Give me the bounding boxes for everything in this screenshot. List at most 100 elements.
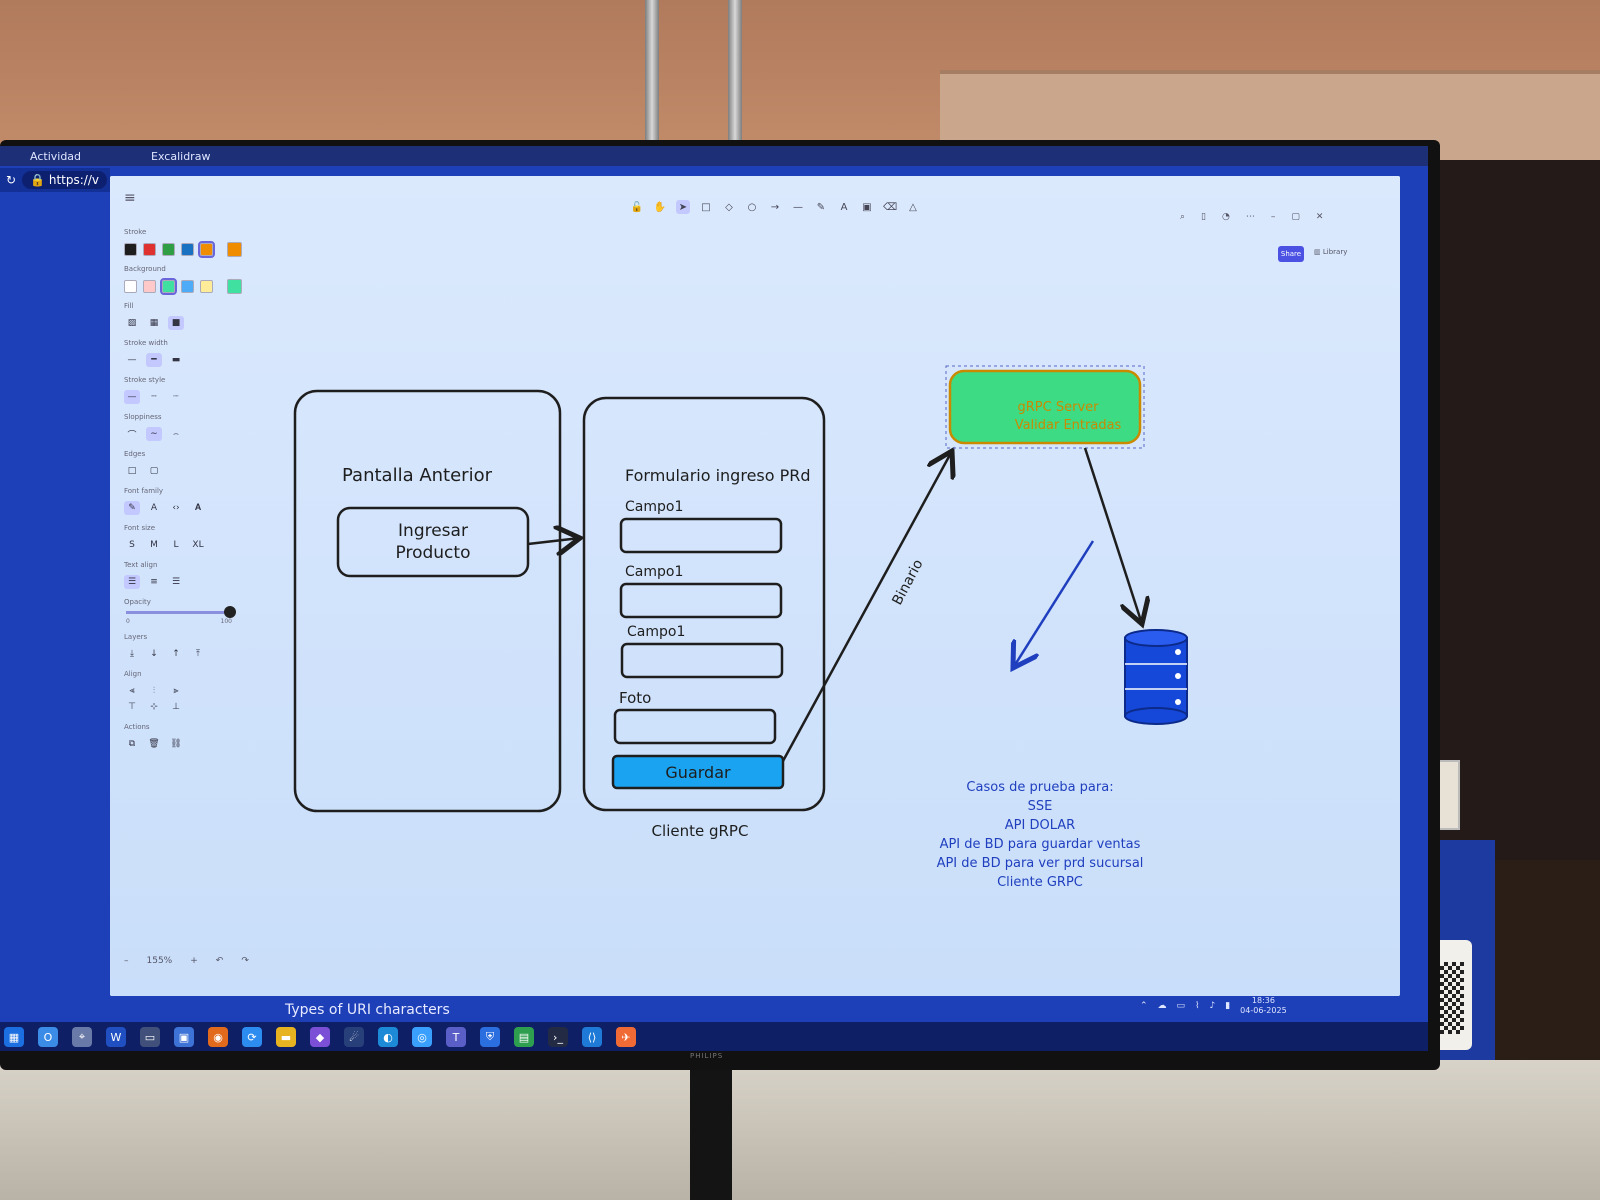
fill-crosshatch-option[interactable]: ▦ <box>149 318 159 328</box>
stroke-solid-option[interactable]: — <box>124 390 140 404</box>
align-left-icon[interactable]: ☰ <box>124 575 140 589</box>
cloud-icon[interactable]: ☁ <box>1157 1001 1167 1011</box>
stroke-current-swatch[interactable] <box>227 241 242 257</box>
word-icon[interactable]: W <box>106 1027 126 1047</box>
terminal-icon[interactable]: ›_ <box>548 1027 568 1047</box>
grpc-server-box[interactable] <box>948 369 1142 445</box>
diagram-canvas[interactable]: Pantalla Anterior Ingresar Producto Form… <box>110 176 1400 996</box>
vscode-icon[interactable]: ⟨⟩ <box>582 1027 602 1047</box>
background-swatch[interactable] <box>160 277 177 295</box>
stroke-dotted-option[interactable]: ┈ <box>173 392 179 402</box>
edge-icon[interactable]: ◐ <box>378 1027 398 1047</box>
stroke-swatch[interactable] <box>198 240 215 258</box>
database-icon[interactable] <box>1124 629 1188 725</box>
stroke-swatch[interactable] <box>143 242 156 256</box>
field1-input[interactable] <box>619 517 783 554</box>
excalidraw-app[interactable]: ≡ Stroke Background Fill ▨ ▦ ■ Stroke wi… <box>110 176 1400 996</box>
extensions-icon[interactable]: ▯ <box>1201 212 1206 222</box>
align-left-edges-icon[interactable]: ⫷ <box>129 686 135 696</box>
profile-icon[interactable]: ◔ <box>1222 212 1230 222</box>
arrow-tool-icon[interactable]: → <box>770 201 780 213</box>
trash-icon[interactable]: 🗑 <box>148 739 160 749</box>
arrow-to-database[interactable] <box>1083 447 1142 624</box>
chat-icon[interactable]: ◎ <box>412 1027 432 1047</box>
hand-tool-icon[interactable]: ✋ <box>653 201 667 213</box>
clock[interactable]: 18:36 04-06-2025 <box>1240 996 1287 1016</box>
send-backward-icon[interactable]: ↓ <box>150 649 158 659</box>
maximize-icon[interactable]: ▢ <box>1291 212 1300 222</box>
monitor-app-icon[interactable]: ▭ <box>140 1027 160 1047</box>
firefox-icon[interactable]: ◉ <box>208 1027 228 1047</box>
visual-studio-icon[interactable]: ◆ <box>310 1027 330 1047</box>
shapes-library-icon[interactable]: △ <box>909 201 917 213</box>
pencil-tool-icon[interactable]: ✎ <box>816 201 826 213</box>
font-normal-option[interactable]: A <box>150 503 158 513</box>
arrow-to-form[interactable] <box>527 538 580 544</box>
line-tool-icon[interactable]: — <box>793 201 803 213</box>
field2-input[interactable] <box>619 582 783 619</box>
sheet-icon[interactable]: ▤ <box>514 1027 534 1047</box>
align-h-center-icon[interactable]: ⫶ <box>152 686 156 696</box>
field3-input[interactable] <box>620 642 784 679</box>
zoom-out-button[interactable]: – <box>124 956 129 966</box>
background-swatch[interactable] <box>181 279 194 293</box>
diamond-tool-icon[interactable]: ◇ <box>725 201 733 213</box>
photo-input[interactable] <box>613 708 777 745</box>
reload-icon[interactable]: ↻ <box>6 173 17 187</box>
folder-icon[interactable]: ▬ <box>276 1027 296 1047</box>
selection-tool-icon[interactable]: ➤ <box>676 200 690 214</box>
sloppiness-architect-option[interactable]: ⌒ <box>127 430 137 441</box>
wifi-icon[interactable]: ⌇ <box>1195 1001 1200 1011</box>
redo-icon[interactable]: ↷ <box>241 956 249 966</box>
ingresar-producto-button[interactable] <box>336 506 530 578</box>
undo-icon[interactable]: ↶ <box>215 956 224 966</box>
window-title[interactable]: Excalidraw <box>151 149 211 163</box>
postman-icon[interactable]: ✈ <box>616 1027 636 1047</box>
stroke-swatch[interactable] <box>162 242 175 256</box>
library-button[interactable]: ▥ Library <box>1314 248 1347 256</box>
stroke-thin-option[interactable]: — <box>127 355 137 365</box>
maps-icon[interactable]: ⌖ <box>72 1027 92 1047</box>
font-hand-option[interactable]: ✎ <box>124 501 140 515</box>
chevron-up-icon[interactable]: ⌃ <box>1140 1001 1148 1011</box>
edges-round-option[interactable]: ▢ <box>149 466 159 476</box>
font-size-s[interactable]: S <box>129 540 135 550</box>
runner-icon[interactable]: ☄ <box>344 1027 364 1047</box>
align-right-edges-icon[interactable]: ⫸ <box>173 686 179 696</box>
canvas[interactable] <box>110 176 1400 996</box>
align-top-icon[interactable]: ⊤ <box>128 702 136 712</box>
store-icon[interactable]: ▣ <box>174 1027 194 1047</box>
stroke-swatch[interactable] <box>181 242 194 256</box>
more-icon[interactable]: ⋯ <box>1245 212 1255 222</box>
stroke-dashed-option[interactable]: ┄ <box>151 392 157 402</box>
background-current-swatch[interactable] <box>227 278 242 294</box>
search-icon[interactable]: ⌕ <box>1180 212 1186 222</box>
outlook-icon[interactable]: O <box>38 1027 58 1047</box>
font-code-option[interactable]: ‹› <box>172 503 180 513</box>
bring-forward-icon[interactable]: ↑ <box>172 649 180 659</box>
stroke-extra-bold-option[interactable]: ▬ <box>171 355 181 365</box>
font-size-m[interactable]: M <box>150 540 158 550</box>
zoom-in-button[interactable]: + <box>190 956 198 966</box>
fill-hachure-option[interactable]: ▨ <box>127 318 137 328</box>
address-bar[interactable]: ↻ 🔒 https://v <box>0 168 110 192</box>
opacity-slider[interactable] <box>126 606 236 618</box>
align-center-icon[interactable]: ≡ <box>150 577 158 587</box>
stroke-swatch[interactable] <box>124 242 137 256</box>
zoom-level[interactable]: 155% <box>146 956 173 966</box>
send-to-back-icon[interactable]: ⤓ <box>130 649 134 659</box>
align-v-center-icon[interactable]: ⊹ <box>150 702 158 712</box>
font-serif-option[interactable]: 𝐀 <box>194 503 202 513</box>
share-button[interactable]: Share <box>1278 246 1304 262</box>
guardar-button[interactable] <box>611 754 785 790</box>
test-cases-note[interactable]: Casos de prueba para: SSE API DOLAR API … <box>937 780 1144 890</box>
rectangle-tool-icon[interactable]: □ <box>701 201 711 213</box>
previous-screen-frame[interactable] <box>293 389 562 813</box>
stroke-bold-option[interactable]: ━ <box>146 353 162 367</box>
activities-label[interactable]: Actividad <box>30 149 82 163</box>
minimize-icon[interactable]: – <box>1270 212 1276 222</box>
image-tool-icon[interactable]: ▣ <box>862 201 872 213</box>
align-right-icon[interactable]: ☰ <box>171 577 181 587</box>
duplicate-icon[interactable]: ⧉ <box>128 739 136 749</box>
background-swatch[interactable] <box>143 279 156 293</box>
